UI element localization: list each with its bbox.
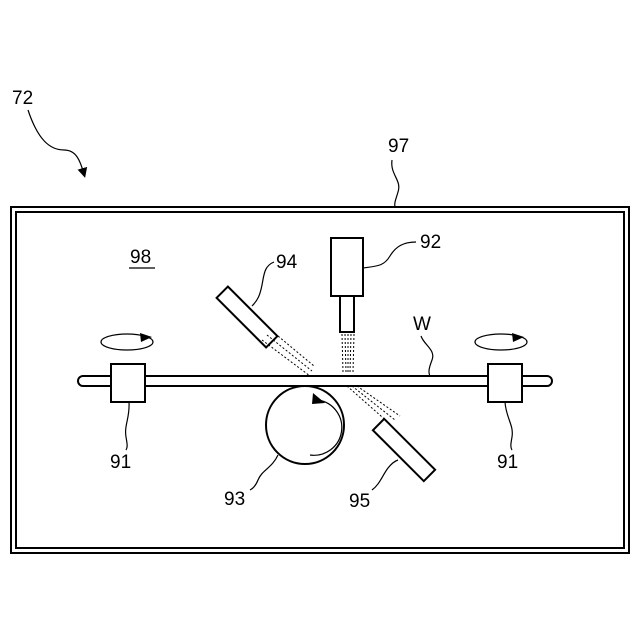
label-device: 72 — [12, 88, 33, 109]
holder-left-leader-line — [126, 402, 130, 450]
spray-line — [353, 334, 354, 372]
label-nozzle-top: 92 — [420, 232, 441, 253]
roller-rotation-arrowhead — [312, 393, 325, 404]
spray-line — [357, 386, 400, 416]
nozzle-upper-left-leader-line — [252, 262, 274, 306]
nozzle-upper-left-body — [217, 287, 278, 348]
spray-line — [342, 334, 343, 372]
holder-right — [488, 364, 522, 402]
label-nozzle-upper-left: 94 — [276, 252, 298, 273]
nozzle-top-tip — [340, 296, 354, 332]
nozzle-lower-right-leader-line — [372, 460, 398, 490]
holder-left — [111, 364, 145, 402]
nozzle-top-leader-line — [363, 242, 416, 268]
chamber-leader-line — [392, 160, 399, 207]
spray-line — [272, 331, 314, 366]
nozzle-top-body — [331, 238, 363, 296]
label-substrate: W — [413, 314, 431, 335]
nozzle-lower-right — [373, 419, 435, 481]
rotation-arrowhead-left — [140, 333, 152, 342]
roller — [266, 386, 344, 464]
substrate-bar — [78, 376, 552, 386]
spray-line — [267, 335, 312, 371]
substrate-leader-line — [421, 336, 433, 376]
rotation-arrowhead-right — [512, 333, 524, 342]
label-nozzle-lower-right: 95 — [349, 491, 370, 512]
label-space: 98 — [130, 247, 151, 268]
holder-right-leader-line — [505, 402, 512, 450]
nozzle-lower-right-body — [373, 419, 435, 481]
nozzle-upper-left — [217, 287, 278, 348]
label-chamber: 97 — [388, 136, 409, 157]
label-holder-right: 91 — [497, 452, 518, 473]
spray-line — [352, 386, 395, 420]
roller-leader-line — [250, 455, 278, 490]
spray-line — [262, 340, 310, 376]
spray-line — [345, 334, 346, 372]
label-holder-left: 91 — [110, 452, 131, 473]
label-roller: 93 — [224, 489, 245, 510]
device-leader-arrow — [28, 110, 84, 174]
spray-line — [350, 334, 351, 372]
